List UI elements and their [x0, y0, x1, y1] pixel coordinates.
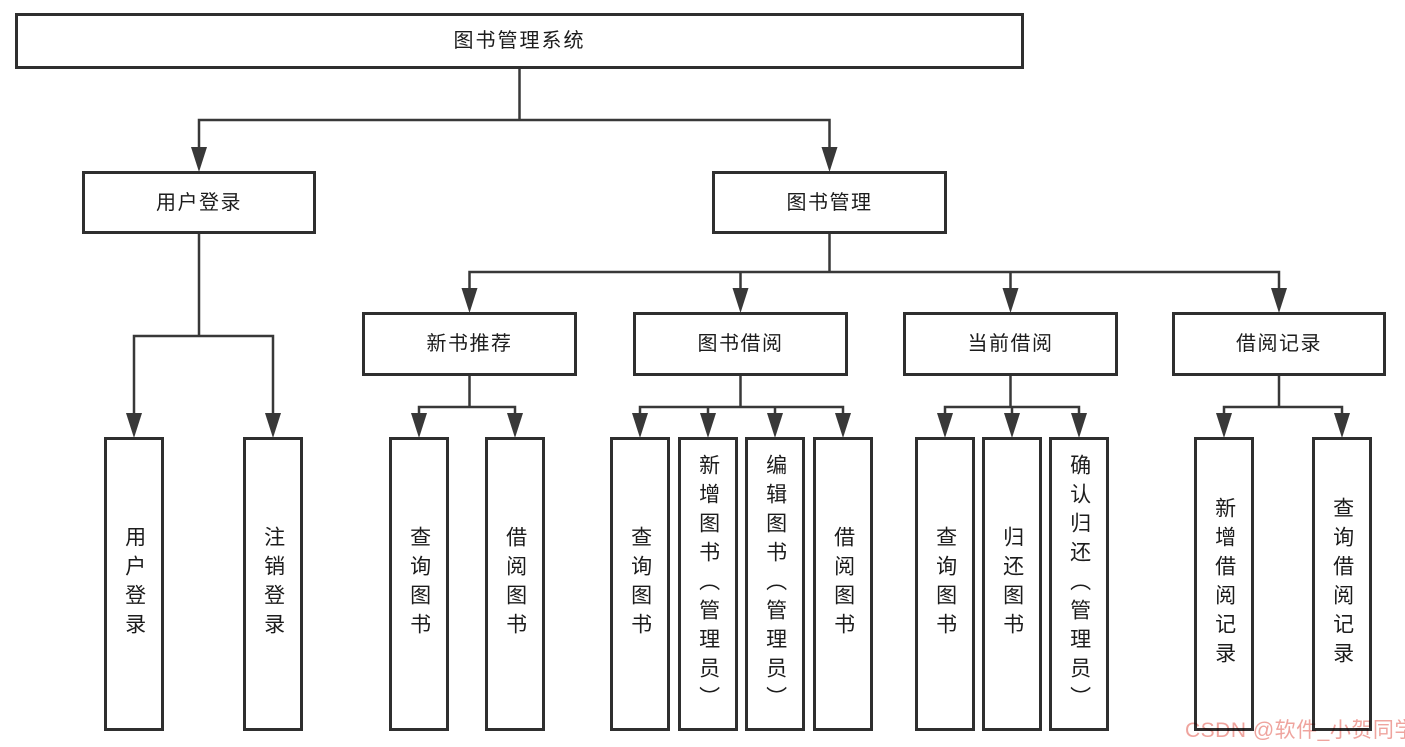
node-user-login: 用户登录 [82, 171, 316, 234]
arrowhead-to-cb-confirm [1071, 413, 1087, 438]
node-root: 图书管理系统 [15, 13, 1024, 69]
arrowhead-to-borrow-record [1271, 288, 1287, 313]
node-bb-edit: 编辑图书（管理员） [745, 437, 805, 731]
arrowhead-to-book-borrow [732, 288, 749, 313]
arrowhead-to-book-mgmt [821, 147, 838, 172]
node-bb-borrow: 借阅图书 [813, 437, 873, 731]
arrowhead-to-bb-add [700, 413, 716, 438]
node-br-query: 查询借阅记录 [1312, 437, 1372, 731]
node-nb-query: 查询图书 [389, 437, 449, 731]
arrowhead-to-nb-query [411, 413, 427, 438]
arrowhead-to-br-add [1216, 413, 1232, 438]
node-book-borrow: 图书借阅 [633, 312, 848, 376]
edge-from-new-book-rec [417, 375, 517, 417]
arrowhead-to-nb-borrow [507, 413, 523, 438]
node-book-mgmt: 图书管理 [712, 171, 947, 234]
arrowhead-to-bb-borrow [835, 413, 851, 438]
node-cb-return: 归还图书 [982, 437, 1042, 731]
node-new-book-rec: 新书推荐 [362, 312, 577, 376]
node-br-add: 新增借阅记录 [1194, 437, 1254, 731]
arrowhead-to-cb-return [1004, 413, 1020, 438]
node-bb-add: 新增图书（管理员） [678, 437, 738, 731]
arrowhead-to-new-book-rec [461, 288, 478, 313]
arrowhead-to-br-query [1334, 413, 1350, 438]
node-leaf-logout: 注销登录 [243, 437, 303, 731]
node-current-borrow: 当前借阅 [903, 312, 1118, 376]
edge-from-borrow-record [1222, 375, 1344, 417]
arrowhead-to-current-borrow [1002, 288, 1019, 313]
node-nb-borrow: 借阅图书 [485, 437, 545, 731]
edge-from-book-borrow [638, 375, 845, 417]
node-leaf-user-login: 用户登录 [104, 437, 164, 731]
arrowhead-to-bb-edit [767, 413, 783, 438]
edge-from-root [197, 68, 831, 151]
edge-from-book-mgmt [468, 233, 1281, 292]
arrowhead-to-leaf-user-login [126, 413, 142, 438]
node-cb-query: 查询图书 [915, 437, 975, 731]
node-cb-confirm: 确认归还（管理员） [1049, 437, 1109, 731]
arrowhead-to-bb-query [632, 413, 648, 438]
edge-from-user-login [132, 233, 275, 417]
node-borrow-record: 借阅记录 [1172, 312, 1386, 376]
arrowhead-to-leaf-logout [265, 413, 281, 438]
watermark: CSDN @软件_小贺同学 [1185, 719, 1405, 742]
arrowhead-to-user-login [191, 147, 207, 172]
node-bb-query: 查询图书 [610, 437, 670, 731]
edge-from-current-borrow [943, 375, 1081, 417]
arrowhead-to-cb-query [937, 413, 953, 438]
